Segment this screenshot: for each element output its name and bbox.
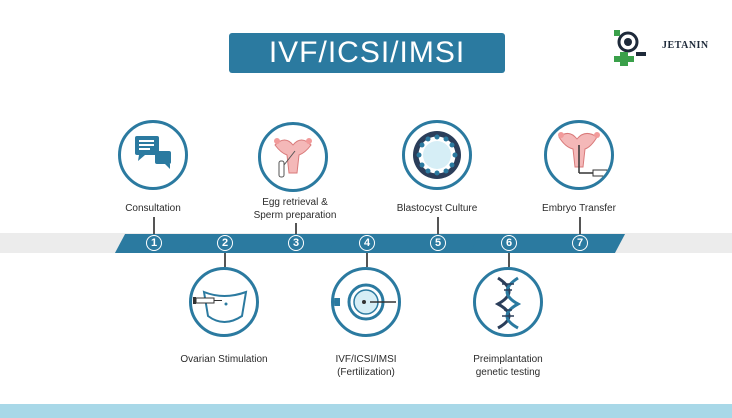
jetanin-logo xyxy=(614,30,646,66)
dna-icon xyxy=(473,267,543,337)
chat-bubble-icon xyxy=(118,120,188,190)
step-label-3: Egg retrieval & Sperm preparation xyxy=(253,197,337,221)
step-label-2: Ovarian Stimulation xyxy=(180,354,268,365)
blastocyst-icon xyxy=(402,120,472,190)
step-label-5: Blastocyst Culture xyxy=(396,203,478,214)
step-number-4: 4 xyxy=(359,235,375,251)
fertilization-icon xyxy=(331,267,401,337)
connector-7 xyxy=(579,217,581,234)
connector-1 xyxy=(153,217,155,234)
connector-3 xyxy=(295,223,297,234)
step-label-6: Preimplantation genetic testing xyxy=(473,354,543,378)
step-number-5: 5 xyxy=(430,235,446,251)
connector-2 xyxy=(224,253,226,267)
step-number-2: 2 xyxy=(217,235,233,251)
connector-4 xyxy=(366,253,368,267)
step-number-6: 6 xyxy=(501,235,517,251)
step-label-7: Embryo Transfer xyxy=(542,203,616,214)
step-number-1: 1 xyxy=(146,235,162,251)
embryo-transfer-icon xyxy=(544,120,614,190)
page-title: IVF/ICSI/IMSI xyxy=(229,33,505,73)
injection-icon xyxy=(189,267,259,337)
connector-6 xyxy=(508,253,510,267)
step-label-4: IVF/ICSI/IMSI (Fertilization) xyxy=(335,354,397,378)
step-number-3: 3 xyxy=(288,235,304,251)
brand-name: JETANIN xyxy=(662,40,709,51)
connector-5 xyxy=(437,217,439,234)
step-number-7: 7 xyxy=(572,235,588,251)
step-label-1: Consultation xyxy=(125,203,181,214)
egg-retrieval-icon xyxy=(258,122,328,192)
footer-bar xyxy=(0,404,732,418)
